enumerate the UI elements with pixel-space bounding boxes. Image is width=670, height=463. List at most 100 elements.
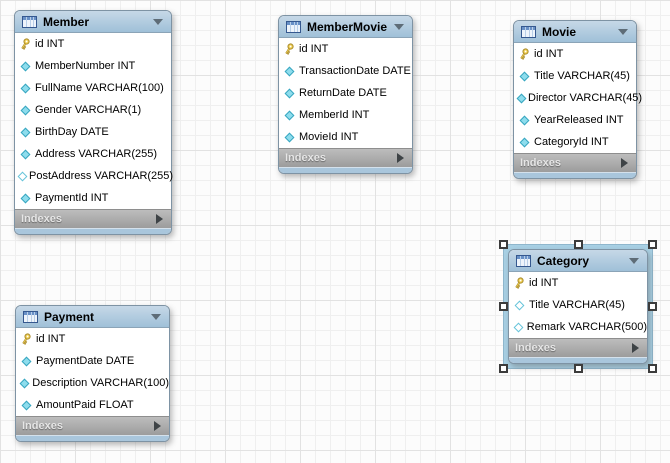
column-row[interactable]: PostAddress VARCHAR(255) (15, 165, 174, 187)
column-label: Gender VARCHAR(1) (35, 104, 142, 116)
not-null-column-icon (516, 93, 527, 103)
table-figure-membermovie[interactable]: MemberMovie id INT TransactionDate DATE Re… (278, 15, 413, 174)
column-row[interactable]: Title VARCHAR(45) (509, 294, 647, 316)
column-label: Remark VARCHAR(500) (526, 321, 647, 333)
table-header[interactable]: MemberMovie (279, 16, 412, 38)
not-null-column-icon (20, 400, 33, 410)
primary-key-icon (518, 48, 531, 60)
table-figure-movie[interactable]: Movie id INT Title VARCHAR(45) Director VA… (513, 20, 642, 179)
indexes-footer[interactable]: Indexes (15, 209, 171, 228)
selection-handle-s[interactable] (573, 364, 583, 373)
not-null-column-icon (283, 110, 296, 120)
expand-arrow-icon (632, 343, 639, 353)
column-row[interactable]: BirthDay DATE (15, 121, 171, 143)
column-row[interactable]: AmountPaid FLOAT (16, 394, 169, 416)
column-label: PaymentDate DATE (36, 355, 135, 367)
not-null-column-icon (283, 88, 296, 98)
column-label: PostAddress VARCHAR(255) (29, 170, 174, 182)
table-title: Movie (542, 24, 577, 39)
column-row[interactable]: TransactionDate DATE (279, 60, 412, 82)
expand-arrow-icon (154, 421, 161, 431)
column-row[interactable]: Address VARCHAR(255) (15, 143, 171, 165)
selection-handle-ne[interactable] (648, 240, 657, 249)
indexes-footer[interactable]: Indexes (279, 148, 412, 167)
collapse-arrow-icon[interactable] (618, 29, 628, 35)
collapse-arrow-icon[interactable] (629, 258, 639, 264)
column-row[interactable]: ReturnDate DATE (279, 82, 412, 104)
nullable-column-icon (513, 322, 524, 332)
selection-handle-sw[interactable] (499, 364, 508, 373)
column-label: TransactionDate DATE (299, 65, 411, 77)
column-row[interactable]: Director VARCHAR(45) (514, 87, 642, 109)
primary-key-icon (283, 43, 296, 55)
column-row[interactable]: Title VARCHAR(45) (514, 65, 636, 87)
nullable-column-icon (513, 300, 526, 310)
collapse-arrow-icon[interactable] (394, 24, 404, 30)
not-null-column-icon (19, 149, 32, 159)
column-row[interactable]: MovieId INT (279, 126, 412, 148)
selection-handle-se[interactable] (648, 364, 657, 373)
column-row[interactable]: Gender VARCHAR(1) (15, 99, 171, 121)
expand-arrow-icon (621, 158, 628, 168)
not-null-column-icon (518, 137, 531, 147)
column-row[interactable]: id INT (279, 38, 412, 60)
column-label: Address VARCHAR(255) (35, 148, 158, 160)
column-row[interactable]: id INT (15, 33, 171, 55)
column-label: ReturnDate DATE (299, 87, 387, 99)
column-row[interactable]: YearReleased INT (514, 109, 636, 131)
column-label: id INT (534, 48, 564, 60)
table-header[interactable]: Category (509, 250, 647, 272)
column-label: id INT (299, 43, 329, 55)
column-row[interactable]: MemberId INT (279, 104, 412, 126)
column-row[interactable]: CategoryId INT (514, 131, 636, 153)
selection-handle-n[interactable] (573, 240, 583, 249)
column-row[interactable]: FullName VARCHAR(100) (15, 77, 171, 99)
column-row[interactable]: id INT (16, 328, 169, 350)
expand-arrow-icon (397, 153, 404, 163)
not-null-column-icon (20, 356, 33, 366)
collapse-arrow-icon[interactable] (151, 314, 161, 320)
collapse-arrow-icon[interactable] (153, 19, 163, 25)
not-null-column-icon (19, 61, 32, 71)
nullable-column-icon (17, 171, 28, 181)
column-label: Description VARCHAR(100) (32, 377, 169, 389)
indexes-footer[interactable]: Indexes (509, 338, 647, 357)
table-title: MemberMovie (307, 19, 388, 34)
table-header[interactable]: Member (15, 11, 171, 33)
column-row[interactable]: id INT (514, 43, 636, 65)
table-figure-payment[interactable]: Payment id INT PaymentDate DATE Descriptio… (15, 305, 170, 442)
column-label: PaymentId INT (35, 192, 109, 204)
columns-list: id INT Title VARCHAR(45) Director VARCHAR(… (514, 43, 642, 153)
column-row[interactable]: Remark VARCHAR(500) (509, 316, 647, 338)
indexes-footer[interactable]: Indexes (514, 153, 636, 172)
indexes-label: Indexes (21, 213, 62, 225)
indexes-label: Indexes (520, 157, 561, 169)
not-null-column-icon (283, 132, 296, 142)
column-row[interactable]: MemberNumber INT (15, 55, 171, 77)
selection-handle-nw[interactable] (499, 240, 508, 249)
column-label: MovieId INT (299, 131, 359, 143)
table-title: Member (43, 14, 90, 29)
primary-key-icon (513, 277, 526, 289)
indexes-footer[interactable]: Indexes (16, 416, 169, 435)
indexes-label: Indexes (515, 342, 556, 354)
not-null-column-icon (19, 193, 32, 203)
column-row[interactable]: PaymentId INT (15, 187, 171, 209)
column-label: Title VARCHAR(45) (534, 70, 630, 82)
expand-arrow-icon (156, 214, 163, 224)
not-null-column-icon (283, 66, 296, 76)
table-bottom-strip (514, 172, 636, 178)
column-row[interactable]: id INT (509, 272, 647, 294)
column-row[interactable]: PaymentDate DATE (16, 350, 169, 372)
table-icon (22, 15, 37, 28)
selection-handle-e[interactable] (648, 302, 657, 311)
table-header[interactable]: Movie (514, 21, 636, 43)
selection-handle-w[interactable] (499, 302, 508, 311)
table-header[interactable]: Payment (16, 306, 169, 328)
column-row[interactable]: Description VARCHAR(100) (16, 372, 169, 394)
column-label: YearReleased INT (534, 114, 624, 126)
